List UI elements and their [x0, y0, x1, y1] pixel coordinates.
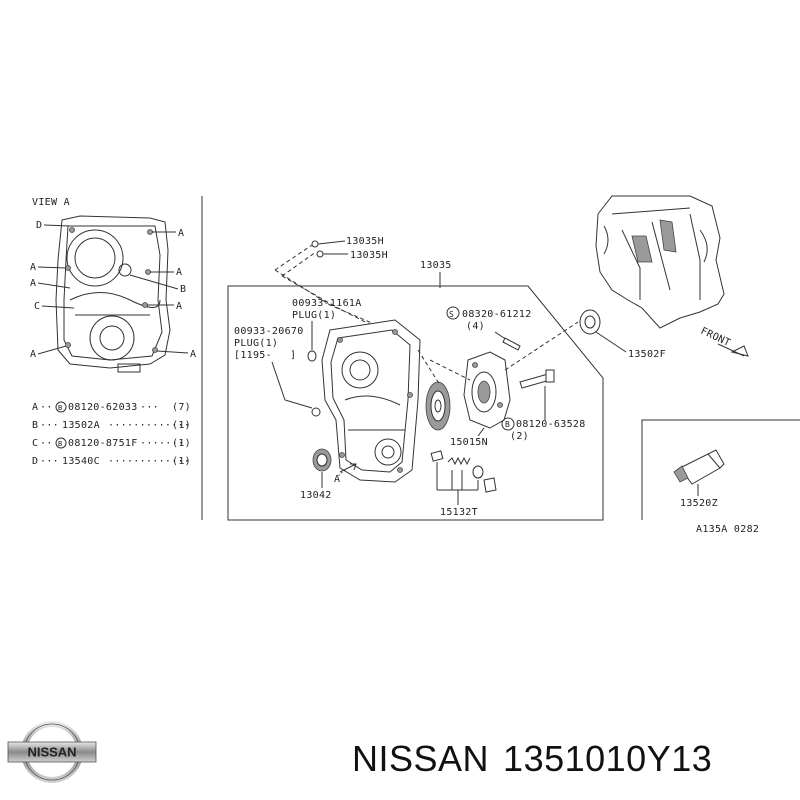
- sealant-frame: [641, 419, 800, 520]
- svg-text:]: ]: [290, 350, 296, 361]
- screw-callout: S 08320-61212 (4): [446, 306, 532, 351]
- legend-part-number: 13540C: [62, 456, 100, 467]
- svg-text:A: A: [32, 402, 38, 413]
- label-13035h-2: 13035H: [350, 250, 388, 261]
- label-13502f: 13502F: [628, 349, 666, 360]
- letter-a-1: A: [178, 228, 184, 239]
- svg-text:PLUG(1): PLUG(1): [234, 338, 278, 349]
- part-number: 1351010Y13: [503, 738, 713, 779]
- sealant-13520z-panel: 13520Z A135A 0282: [641, 419, 800, 535]
- logo-text: NISSAN: [27, 745, 76, 760]
- legend-row: C ·· B 08120-8751F ······· (1): [32, 437, 191, 449]
- legend-row: B ··· 13502A ············· (1): [32, 420, 191, 431]
- letter-c: C: [34, 301, 40, 312]
- svg-text:·············: ·············: [108, 420, 190, 431]
- bolt-callout: B 08120-63528 (2): [501, 369, 586, 442]
- svg-text:(2): (2): [510, 431, 529, 442]
- letter-a-2: A: [30, 262, 36, 273]
- front-direction-arrow: FRONT: [699, 326, 749, 357]
- oil-pump-15015n: 15015N: [450, 351, 511, 448]
- svg-text:···: ···: [40, 456, 59, 467]
- label-13035h-1: 13035H: [346, 236, 384, 247]
- oil-seal-13042: 13042: [300, 448, 332, 501]
- assembly-lines: [417, 321, 579, 386]
- view-a-legend: A ·· B 08120-62033 ··· (7) B ··· 13502A …: [32, 401, 191, 467]
- legend-qty: (1): [172, 456, 191, 467]
- legend-qty: (1): [172, 438, 191, 449]
- svg-text:D: D: [32, 456, 38, 467]
- label-13035: 13035: [420, 260, 452, 271]
- letter-d: D: [36, 220, 42, 231]
- svg-text:B: B: [32, 420, 38, 431]
- svg-text:B: B: [58, 404, 63, 412]
- legend-row: D ··· 13540C ············· (1): [32, 456, 191, 467]
- label-15132t: 15132T: [440, 507, 478, 518]
- legend-part-number: 08120-62033: [68, 402, 138, 413]
- svg-text:B: B: [58, 440, 63, 448]
- svg-text:FRONT: FRONT: [699, 326, 732, 349]
- view-a-title: VIEW A: [32, 197, 70, 208]
- main-frame: [227, 285, 604, 521]
- svg-text:08320-61212: 08320-61212: [462, 309, 532, 320]
- letter-a-4: A: [30, 278, 36, 289]
- legend-qty: (1): [172, 420, 191, 431]
- gasket-13035h: 13035H 13035H: [274, 236, 421, 351]
- svg-text:··: ··: [40, 438, 53, 449]
- label-13042: 13042: [300, 490, 332, 501]
- legend-part-number: 08120-8751F: [68, 438, 138, 449]
- plug-callout-2: 00933-20670 PLUG(1) [1195- ]: [234, 326, 321, 417]
- nissan-logo: NISSAN: [7, 721, 97, 783]
- label-15015n: 15015N: [450, 437, 488, 448]
- svg-text:08120-63528: 08120-63528: [516, 419, 586, 430]
- sealant-tube: [673, 449, 725, 485]
- engine-block-view: 13502F FRONT: [579, 195, 749, 360]
- brand-name: NISSAN: [352, 738, 490, 779]
- legend-part-number: 13502A: [62, 420, 100, 431]
- view-a-cover-drawing: [55, 215, 171, 373]
- oil-pump-gear: [425, 381, 451, 431]
- svg-text:·······: ·······: [140, 438, 184, 449]
- legend-qty: (7): [172, 402, 191, 413]
- plug-callout-1: 00933-1161A PLUG(1): [292, 298, 362, 362]
- legend-row: A ·· B 08120-62033 ··· (7): [32, 401, 191, 413]
- svg-text:···: ···: [140, 402, 159, 413]
- svg-text:··: ··: [40, 402, 53, 413]
- view-a-panel: VIEW A D A A: [30, 197, 196, 467]
- timing-cover-drawing: [321, 319, 421, 483]
- svg-text:·············: ·············: [108, 456, 190, 467]
- label-13520z: 13520Z: [680, 498, 718, 509]
- letter-a-7: A: [190, 349, 196, 360]
- view-a-letter-callouts: D A A A A B C A A A: [30, 220, 196, 360]
- svg-text:(4): (4): [466, 321, 485, 332]
- svg-text:C: C: [32, 438, 38, 449]
- letter-b: B: [180, 284, 186, 295]
- svg-text:B: B: [505, 420, 510, 429]
- svg-text:S: S: [449, 310, 454, 319]
- svg-text:PLUG(1): PLUG(1): [292, 310, 336, 321]
- view-a-arrow: A: [334, 463, 357, 485]
- svg-text:00933-20670: 00933-20670: [234, 326, 304, 337]
- svg-text:···: ···: [40, 420, 59, 431]
- svg-text:A: A: [334, 474, 340, 485]
- letter-a-6: A: [30, 349, 36, 360]
- svg-text:[1195-: [1195-: [234, 350, 272, 361]
- main-exploded-view: 13035H 13035H 13035 00933-1161A PLUG(1): [227, 236, 604, 521]
- diagram-code: A135A 0282: [696, 524, 759, 535]
- brand-part-title: NISSAN 1351010Y13: [352, 738, 726, 780]
- svg-text:00933-1161A: 00933-1161A: [292, 298, 362, 309]
- letter-a-5: A: [176, 301, 182, 312]
- letter-a-3: A: [176, 267, 182, 278]
- relief-valve-15132t: 15132T: [430, 450, 497, 518]
